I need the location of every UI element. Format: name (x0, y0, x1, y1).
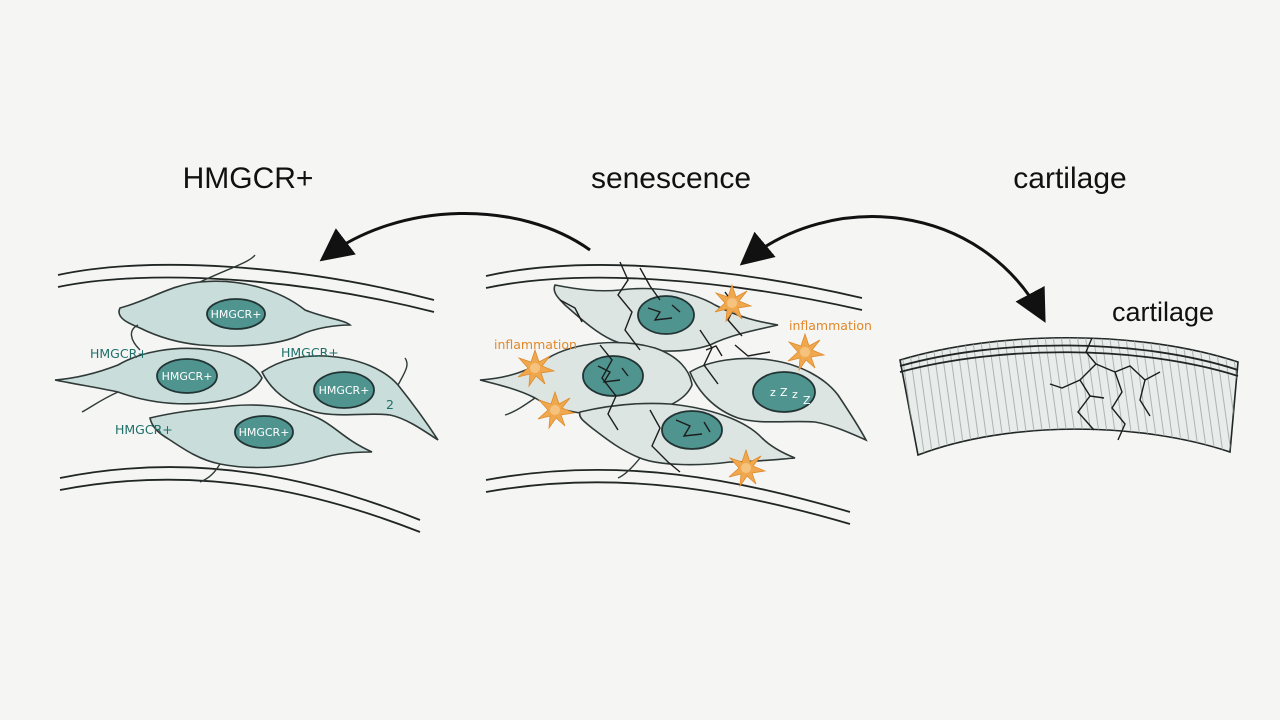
sleep-mark: z (792, 388, 798, 401)
tissue-boundary-bottom (59, 466, 421, 521)
hmgcr-tissue-panel: HMGCR+ HMGCR+ HMGCR+ 2 HMGCR+ HMGCR+ HMG… (54, 254, 439, 533)
hmgcr-side-label: HMGCR+ (281, 345, 339, 360)
senescent-cell (578, 402, 796, 479)
heading-cartilage: cartilage (1013, 162, 1126, 195)
nucleus-label: HMGCR+ (239, 426, 290, 439)
crack (559, 299, 583, 323)
hmgcr-cell: HMGCR+ (149, 404, 373, 483)
cartilage-layer (899, 351, 1239, 377)
cartilage-fracture (1089, 395, 1105, 399)
tissue-boundary-bottom-inner (59, 478, 421, 533)
nucleus (752, 371, 816, 413)
nucleus (156, 358, 218, 394)
inflammation-label: inflammation (494, 337, 577, 352)
crack (699, 329, 719, 385)
tissue-boundary-top (485, 264, 863, 299)
nucleus-label: HMGCR+ (162, 370, 213, 383)
crack (649, 409, 681, 473)
nucleus (637, 295, 695, 335)
hmgcr-cell: HMGCR+ 2 (260, 355, 439, 441)
crack (734, 344, 771, 357)
cartilage-fracture (1049, 379, 1081, 389)
hmgcr-side-label: HMGCR+ (90, 346, 148, 361)
hmgcr-cell: HMGCR+ (54, 324, 263, 413)
heading-hmgcr: HMGCR+ (183, 162, 314, 195)
nucleus (582, 355, 644, 397)
sleep-mark: Z (780, 386, 788, 399)
tissue-boundary-top (57, 263, 435, 301)
nucleus (313, 371, 375, 409)
crack (599, 344, 619, 431)
crack (617, 261, 641, 351)
cartilage-layer (899, 344, 1239, 371)
cartilage-fracture (1139, 379, 1151, 417)
cartilage-panel: cartilage (899, 297, 1239, 457)
nucleus (206, 298, 266, 330)
tissue-boundary-bottom-inner (485, 481, 851, 525)
cartilage-fracture (1111, 371, 1126, 441)
crack (639, 267, 661, 301)
nucleus-label: HMGCR+ (319, 384, 370, 397)
cartilage-label: cartilage (1112, 297, 1214, 327)
senescence-tissue-panel: z Z z Z inflammation inflammation (479, 261, 872, 525)
arrow-senescence-to-hmgcr (319, 212, 591, 262)
tissue-boundary-bottom (485, 468, 851, 513)
senescent-cell: z Z z Z (689, 357, 868, 442)
sleep-mark: z (770, 386, 776, 399)
cell-mark: 2 (386, 397, 394, 412)
cartilage-hatching (900, 337, 1238, 455)
crack (705, 345, 723, 357)
nucleus (234, 415, 294, 449)
nucleus-label: HMGCR+ (211, 308, 262, 321)
senescent-cell (553, 284, 779, 352)
hmgcr-cell: HMGCR+ (118, 254, 352, 347)
arrow-cartilage-senescence (739, 215, 1046, 323)
tissue-boundary-top-inner (485, 276, 863, 311)
sleep-mark: Z (803, 394, 811, 407)
heading-senescence: senescence (591, 162, 751, 195)
hmgcr-side-label: HMGCR+ (115, 422, 173, 437)
inflammation-label: inflammation (789, 318, 872, 333)
cartilage-fracture (1095, 363, 1161, 381)
nucleus (661, 410, 723, 450)
tissue-boundary-top-inner (57, 276, 435, 313)
